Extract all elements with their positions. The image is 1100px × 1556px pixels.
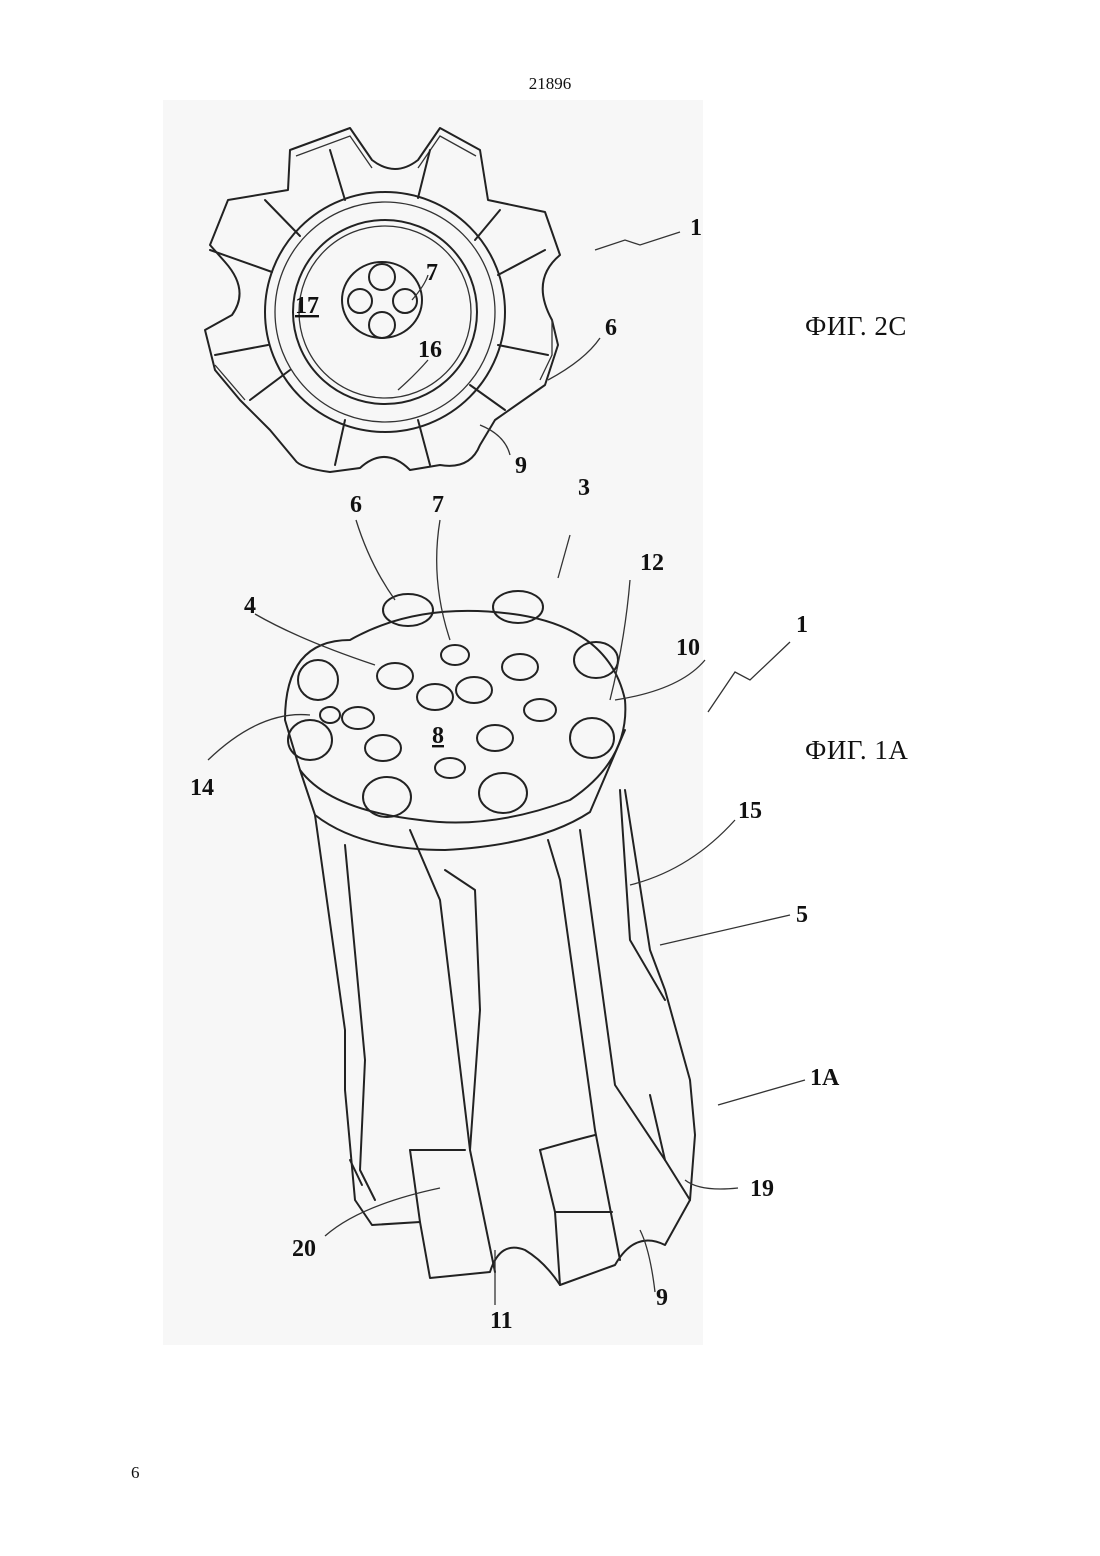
fig1a-label-5: 5 <box>796 902 808 928</box>
fig2c-label-7: 7 <box>426 260 438 286</box>
fig2c-label-6: 6 <box>605 315 617 341</box>
fig1a-label-10: 10 <box>676 635 700 661</box>
body-grooves <box>345 790 690 1285</box>
carbide-buttons <box>288 591 618 817</box>
fig1a-label-15: 15 <box>738 798 762 824</box>
bit-head-face <box>285 611 625 823</box>
figure-1a-drawing: 3 6 7 12 4 1 10 14 8 15 5 1А 19 20 9 11 <box>190 475 840 1334</box>
fig1a-label-8: 8 <box>432 723 444 749</box>
fig2c-label-16: 16 <box>418 337 442 363</box>
fig1a-label-19: 19 <box>750 1176 774 1202</box>
fig1a-label-14: 14 <box>190 775 214 801</box>
fig1a-label-9: 9 <box>656 1285 668 1311</box>
fig1a-label-4: 4 <box>244 593 256 619</box>
bit-head-sides <box>300 730 625 850</box>
fig1a-label-7: 7 <box>432 492 444 518</box>
bit-outline-end-view <box>205 128 560 472</box>
fig1a-label-12: 12 <box>640 550 664 576</box>
flushing-holes <box>342 262 422 338</box>
fig1a-label-1: 1 <box>796 612 808 638</box>
bit-body-outline <box>315 790 695 1285</box>
fig2c-label-1: 1 <box>690 215 702 241</box>
fig2c-label-17: 17 <box>295 293 319 319</box>
fig1a-label-20: 20 <box>292 1236 316 1262</box>
fig1a-label-1a: 1А <box>810 1065 840 1091</box>
fig1a-label-11: 11 <box>490 1308 513 1334</box>
fig1a-label-3: 3 <box>578 475 590 501</box>
fig2c-label-9: 9 <box>515 453 527 479</box>
fig1a-label-6: 6 <box>350 492 362 518</box>
bit-outline-end-view-shadow <box>215 136 552 400</box>
figure-2c-drawing: 1 7 17 6 16 9 <box>205 128 702 479</box>
figure-1a-leaders <box>208 520 805 1305</box>
